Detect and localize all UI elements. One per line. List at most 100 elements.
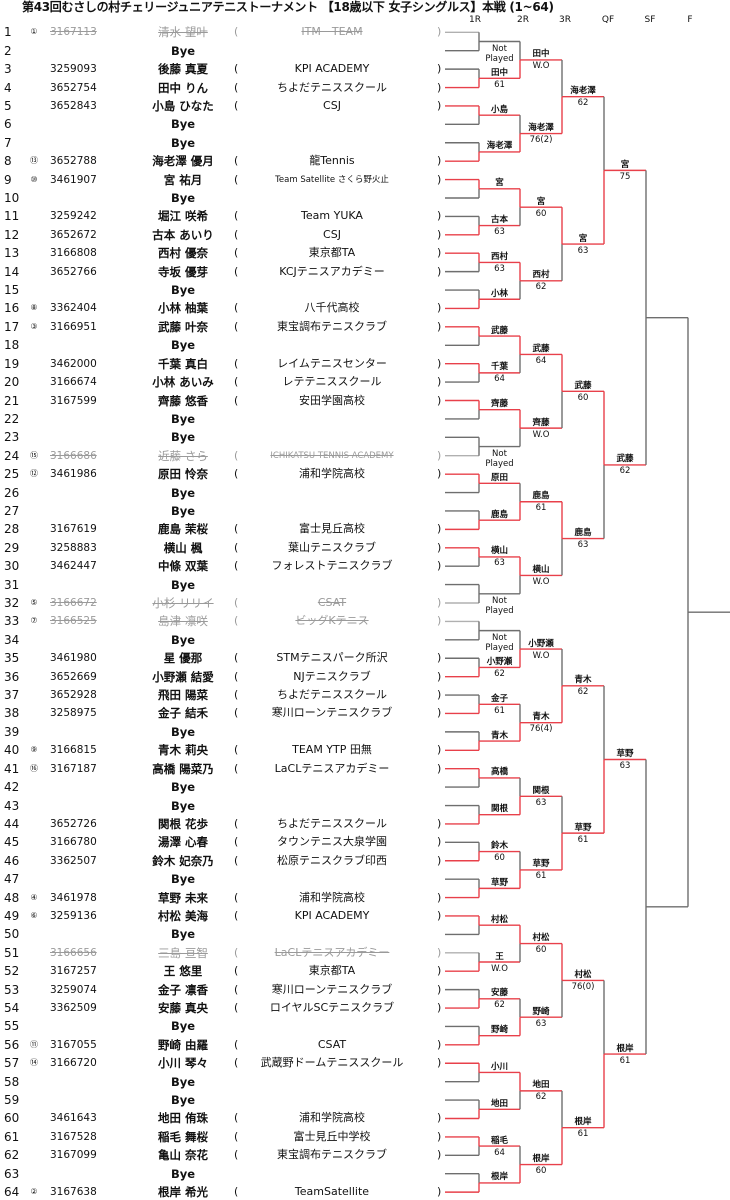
draw-number: 15 <box>4 283 20 298</box>
player-name: 小川 琴々 <box>157 1056 208 1071</box>
draw-number: 16 <box>4 301 20 316</box>
match-score: 62 <box>577 98 589 109</box>
draw-number: 11 <box>4 209 20 224</box>
paren-close: ) <box>437 1129 442 1143</box>
match-score: 60 <box>535 945 547 956</box>
match-winner: 関根 <box>532 785 550 796</box>
draw-number: 60 <box>4 1111 20 1126</box>
match-score: 63 <box>577 540 589 551</box>
draw-number: 31 <box>4 577 20 592</box>
match-winner: 高橋 <box>490 767 508 778</box>
draw-number: 52 <box>4 964 20 979</box>
paren-open: ( <box>234 853 239 867</box>
match-winner: 古本 <box>490 215 508 226</box>
match-score: W.O <box>532 650 550 661</box>
player-name: 齊藤 悠香 <box>157 393 208 408</box>
draw-number: 58 <box>4 1074 20 1089</box>
paren-open: ( <box>234 835 239 849</box>
player-id: 3362509 <box>50 1002 97 1015</box>
team-name: STMテニスパーク所沢 <box>276 651 388 665</box>
draw-number: 64 <box>4 1185 20 1200</box>
paren-close: ) <box>437 80 442 94</box>
team-name: CSJ <box>323 98 341 112</box>
page-title: 第43回むさしの村チェリージュニアテニストーナメント 【18歳以下 女子シングル… <box>22 0 554 14</box>
player-id: 3652726 <box>50 817 97 830</box>
paren-open: ( <box>234 669 239 683</box>
seed-badge: ⑫ <box>30 469 38 479</box>
seed-badge: ③ <box>30 321 38 331</box>
player-id: 3652672 <box>50 228 97 241</box>
player-id: 3652928 <box>50 689 97 702</box>
match-winner: 宮 <box>578 233 588 244</box>
team-name: 寒川ローンテニスクラブ <box>271 706 393 720</box>
paren-close: ) <box>437 154 442 168</box>
seed-badge: ⑤ <box>30 598 38 607</box>
player-name: 田中 りん <box>157 80 208 95</box>
draw-number: 7 <box>4 135 12 150</box>
player-name: 青木 莉央 <box>157 743 208 758</box>
draw-number: 22 <box>4 411 20 426</box>
match-winner: 根岸 <box>616 1043 634 1054</box>
draw-number: 26 <box>4 485 20 500</box>
paren-close: ) <box>437 375 442 389</box>
player-name: 堀江 咲希 <box>157 209 208 224</box>
round-header-3r: 3R <box>559 15 571 25</box>
match-winner: 横山 <box>532 564 550 575</box>
player-id: 3167619 <box>50 523 97 536</box>
draw-number: 18 <box>4 338 20 353</box>
player-id: 3167055 <box>50 1038 97 1051</box>
draw-number: 49 <box>4 908 20 923</box>
team-name: KCJテニスアカデミー <box>279 264 385 278</box>
match-winner: 村松 <box>532 933 550 944</box>
team-name: ちよだテニススクール <box>277 80 387 94</box>
paren-close: ) <box>437 651 442 665</box>
paren-close: ) <box>437 908 442 922</box>
team-name: ちよだテニススクール <box>277 816 387 830</box>
bye-label: Bye <box>170 780 196 795</box>
match-score: 60 <box>535 1166 547 1176</box>
match-winner: 田中 <box>490 67 508 78</box>
paren-close: ) <box>437 264 442 278</box>
paren-close: ) <box>437 301 442 315</box>
not-played-label: Not <box>492 43 507 54</box>
paren-close: ) <box>437 98 442 112</box>
not-played-label: Played <box>485 642 514 653</box>
paren-open: ( <box>234 982 239 996</box>
paren-open: ( <box>234 1148 239 1162</box>
player-name: 千葉 真白 <box>157 356 208 371</box>
paren-close: ) <box>437 448 442 462</box>
draw-number: 51 <box>4 945 20 960</box>
bye-label: Bye <box>170 1074 196 1089</box>
player-id: 3258975 <box>50 707 97 720</box>
player-name: 鹿島 茉桜 <box>157 522 208 537</box>
paren-open: ( <box>234 706 239 720</box>
match-score: 75 <box>619 171 631 182</box>
paren-open: ( <box>234 540 239 554</box>
match-winner: 根岸 <box>532 1154 550 1164</box>
match-winner: 青木 <box>532 712 550 723</box>
team-name: 東宝調布テニスクラブ <box>277 1148 387 1162</box>
paren-close: ) <box>437 467 442 481</box>
player-name: 小野瀬 結愛 <box>152 669 214 684</box>
draw-number: 50 <box>4 927 20 942</box>
match-winner: 関根 <box>490 804 508 815</box>
player-name: 野崎 由羅 <box>157 1037 208 1052</box>
player-id: 3167257 <box>50 965 97 978</box>
round-header-f: F <box>687 15 693 25</box>
match-winner: 村松 <box>574 969 592 980</box>
draw-number: 37 <box>4 688 20 703</box>
match-winner: 鹿島 <box>490 509 508 520</box>
draw-number: 55 <box>4 1019 20 1034</box>
match-winner: 稲毛 <box>490 1135 508 1146</box>
match-score: 63 <box>494 263 505 274</box>
match-score: 62 <box>535 282 547 293</box>
match-score: 63 <box>494 227 505 238</box>
team-name: ちよだテニススクール <box>277 688 387 702</box>
draw-number: 63 <box>4 1166 20 1181</box>
player-name: 小杉 リリイ <box>152 596 214 610</box>
player-name: 小林 あいみ <box>152 375 214 390</box>
paren-close: ) <box>437 227 442 241</box>
player-id: 3461907 <box>50 173 97 186</box>
match-score: 62 <box>619 466 631 477</box>
seed-badge: ⑬ <box>30 156 38 166</box>
